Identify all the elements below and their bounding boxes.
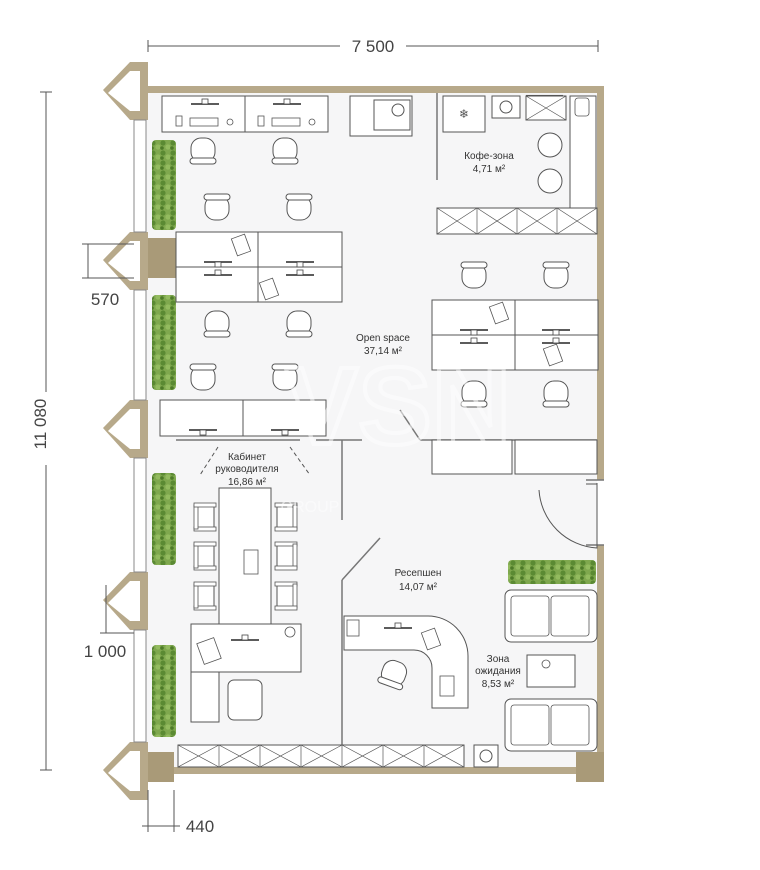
room-area-openspace: 37,14 м² bbox=[364, 346, 403, 357]
dimension-window-width: 1 000 bbox=[84, 585, 134, 661]
entrance-door[interactable] bbox=[538, 479, 604, 549]
room-name-reception: Ресепшен bbox=[395, 568, 442, 579]
room-name-waiting-1: Зона bbox=[487, 654, 510, 665]
room-area-reception: 14,07 м² bbox=[399, 582, 438, 593]
svg-text:❄: ❄ bbox=[459, 107, 469, 121]
windows bbox=[133, 119, 147, 743]
waiting-area-furniture bbox=[504, 589, 598, 752]
dimension-height: 11 080 bbox=[31, 91, 52, 771]
workstations-top bbox=[161, 95, 329, 165]
room-area-waiting: 8,53 м² bbox=[482, 679, 515, 690]
exterior-walls bbox=[146, 86, 604, 782]
room-area-coffee: 4,71 м² bbox=[473, 164, 506, 175]
dimension-window-gap-label: 570 bbox=[91, 290, 119, 309]
coffee-zone-furniture: ❄ bbox=[349, 94, 597, 209]
room-name-waiting-2: ожидания bbox=[475, 666, 521, 677]
dimension-height-label: 11 080 bbox=[31, 399, 50, 450]
dimension-wall-offset: 440 bbox=[142, 790, 214, 836]
dimension-window-width-label: 1 000 bbox=[84, 642, 127, 661]
storage-cabinets-bottom bbox=[177, 744, 499, 768]
window-pillars bbox=[103, 62, 148, 800]
director-office-furniture bbox=[190, 487, 302, 723]
watermark: VSN GROUP bbox=[281, 343, 513, 516]
dimension-width: 7 500 bbox=[147, 37, 599, 56]
dimension-wall-offset-label: 440 bbox=[186, 817, 214, 836]
workstations-cluster-left bbox=[159, 193, 343, 437]
reception-desk bbox=[343, 615, 469, 709]
watermark-logo: VSN bbox=[285, 345, 511, 468]
room-name-openspace: Open space bbox=[356, 333, 410, 344]
room-name-coffee: Кофе-зона bbox=[464, 150, 514, 162]
dimension-window-gap: 570 bbox=[82, 243, 134, 309]
watermark-subtext: GROUP bbox=[281, 499, 340, 516]
storage-cabinets-right bbox=[436, 207, 598, 235]
workstations-cluster-right bbox=[431, 261, 599, 475]
room-name-director-2: руководителя bbox=[215, 464, 278, 475]
room-name-director-1: Кабинет bbox=[228, 451, 266, 463]
glass-partition bbox=[199, 446, 311, 476]
plants bbox=[152, 140, 596, 737]
dimension-width-label: 7 500 bbox=[352, 37, 395, 56]
room-area-director: 16,86 м² bbox=[228, 477, 267, 488]
